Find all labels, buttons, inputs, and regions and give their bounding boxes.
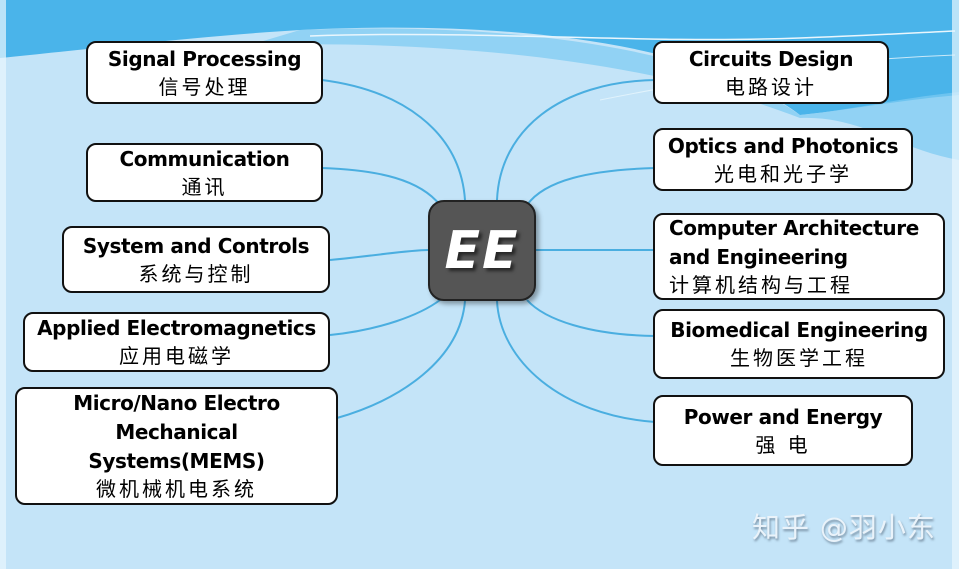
node-label-zh: 系统与控制 xyxy=(138,261,254,286)
node-label-en-line1: Computer Architecture xyxy=(669,216,919,240)
node-label-en-line2: Mechanical xyxy=(115,420,238,444)
node-label-en: Biomedical Engineering xyxy=(670,318,928,342)
node-label-en: Communication xyxy=(119,146,290,171)
node-applied-electromagnetics: Applied Electromagnetics 应用电磁学 xyxy=(23,312,330,372)
header-wave xyxy=(0,0,959,115)
node-label-zh: 强 电 xyxy=(755,432,811,457)
node-system-and-controls: System and Controls 系统与控制 xyxy=(62,226,330,293)
node-power-and-energy: Power and Energy 强 电 xyxy=(653,395,913,466)
node-label-zh: 应用电磁学 xyxy=(119,344,234,368)
center-label: EE xyxy=(444,220,520,281)
node-label-en: Applied Electromagnetics xyxy=(37,316,316,340)
node-label-en-line1: Micro/Nano Electro xyxy=(73,391,280,415)
node-label-zh: 电路设计 xyxy=(725,74,817,99)
connector-lines xyxy=(321,79,656,423)
header-wave-light xyxy=(250,28,959,160)
node-label-zh: 通讯 xyxy=(181,174,228,199)
node-label-en: Signal Processing xyxy=(107,46,302,71)
node-label-zh: 光电和光子学 xyxy=(714,161,852,186)
node-label-zh: 生物医学工程 xyxy=(730,346,868,370)
node-signal-processing: Signal Processing 信号处理 xyxy=(86,41,323,104)
node-label-en: Power and Energy xyxy=(683,404,883,429)
node-optics-and-photonics: Optics and Photonics 光电和光子学 xyxy=(653,128,913,191)
watermark: 知乎 @羽小东 xyxy=(752,511,936,544)
node-label-zh: 微机械机电系统 xyxy=(96,477,257,501)
node-label-en: Optics and Photonics xyxy=(667,133,899,158)
node-label-en: System and Controls xyxy=(82,233,310,258)
node-label-en: Circuits Design xyxy=(688,46,854,71)
node-communication: Communication 通讯 xyxy=(86,143,323,202)
node-circuits-design: Circuits Design 电路设计 xyxy=(653,41,889,104)
node-computer-architecture: Computer Architecture and Engineering 计算… xyxy=(653,213,945,300)
node-label-en-line2: and Engineering xyxy=(669,245,848,269)
node-mems: Micro/Nano Electro Mechanical Systems(ME… xyxy=(15,387,338,505)
node-label-zh: 信号处理 xyxy=(158,74,251,99)
node-label-en-line3: Systems(MEMS) xyxy=(88,449,265,473)
center-node-ee: EE xyxy=(428,200,536,301)
node-biomedical-engineering: Biomedical Engineering 生物医学工程 xyxy=(653,309,945,379)
node-label-zh: 计算机结构与工程 xyxy=(669,273,853,297)
